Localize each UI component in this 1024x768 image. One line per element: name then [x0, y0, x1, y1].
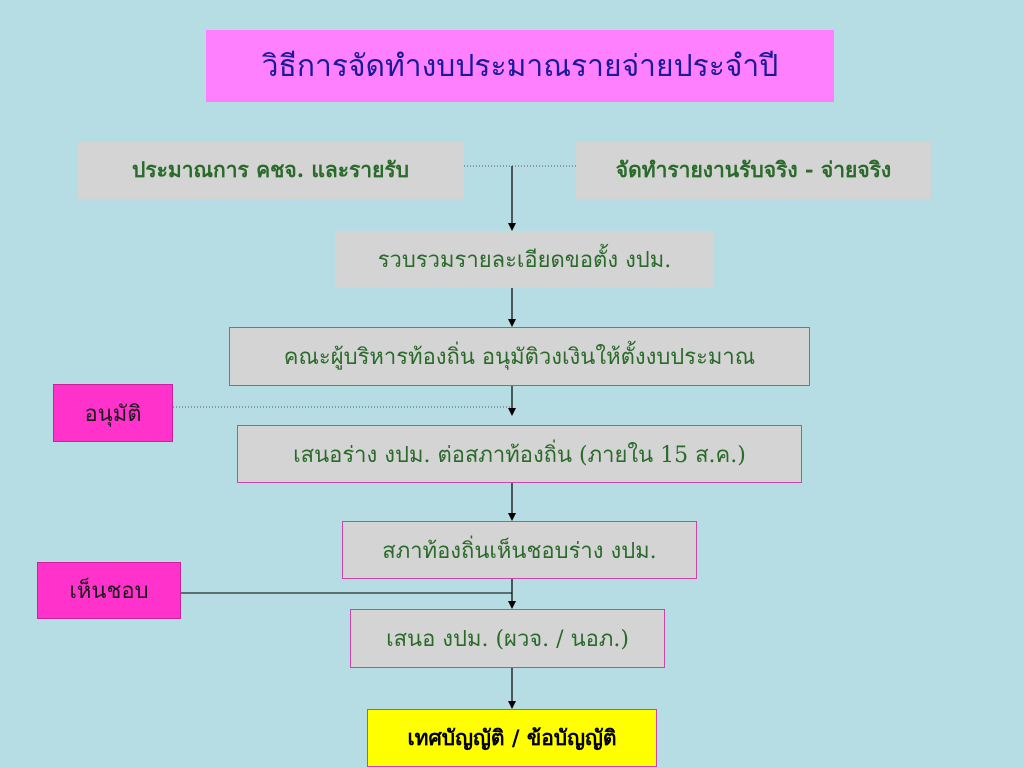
box-council-approves-draft: สภาท้องถิ่นเห็นชอบร่าง งปม.: [342, 521, 697, 579]
box-propose-to-council: เสนอร่าง งปม. ต่อสภาท้องถิ่น (ภายใน 15 ส…: [237, 425, 802, 483]
diagram-title: วิธีการจัดทำงบประมาณรายจ่ายประจำปี: [206, 30, 834, 102]
side-label-agree: เห็นชอบ: [37, 562, 181, 619]
box-propose-to-governor: เสนอ งปม. (ผวจ. / นอภ.): [350, 609, 665, 668]
box-executives-approve-budget: คณะผู้บริหารท้องถิ่น อนุมัติวงเงินให้ตั้…: [229, 327, 810, 386]
box-collect-budget-details: รวบรวมรายละเอียดขอตั้ง งปม.: [335, 231, 714, 288]
box-estimate-expenses-revenue: ประมาณการ คชจ. และรายรับ: [77, 142, 464, 199]
side-label-approve: อนุมัติ: [53, 384, 173, 442]
box-municipal-ordinance: เทศบัญญัติ / ข้อบัญญัติ: [367, 709, 657, 767]
box-actual-income-expense-report: จัดทำรายงานรับจริง - จ่ายจริง: [576, 142, 931, 199]
